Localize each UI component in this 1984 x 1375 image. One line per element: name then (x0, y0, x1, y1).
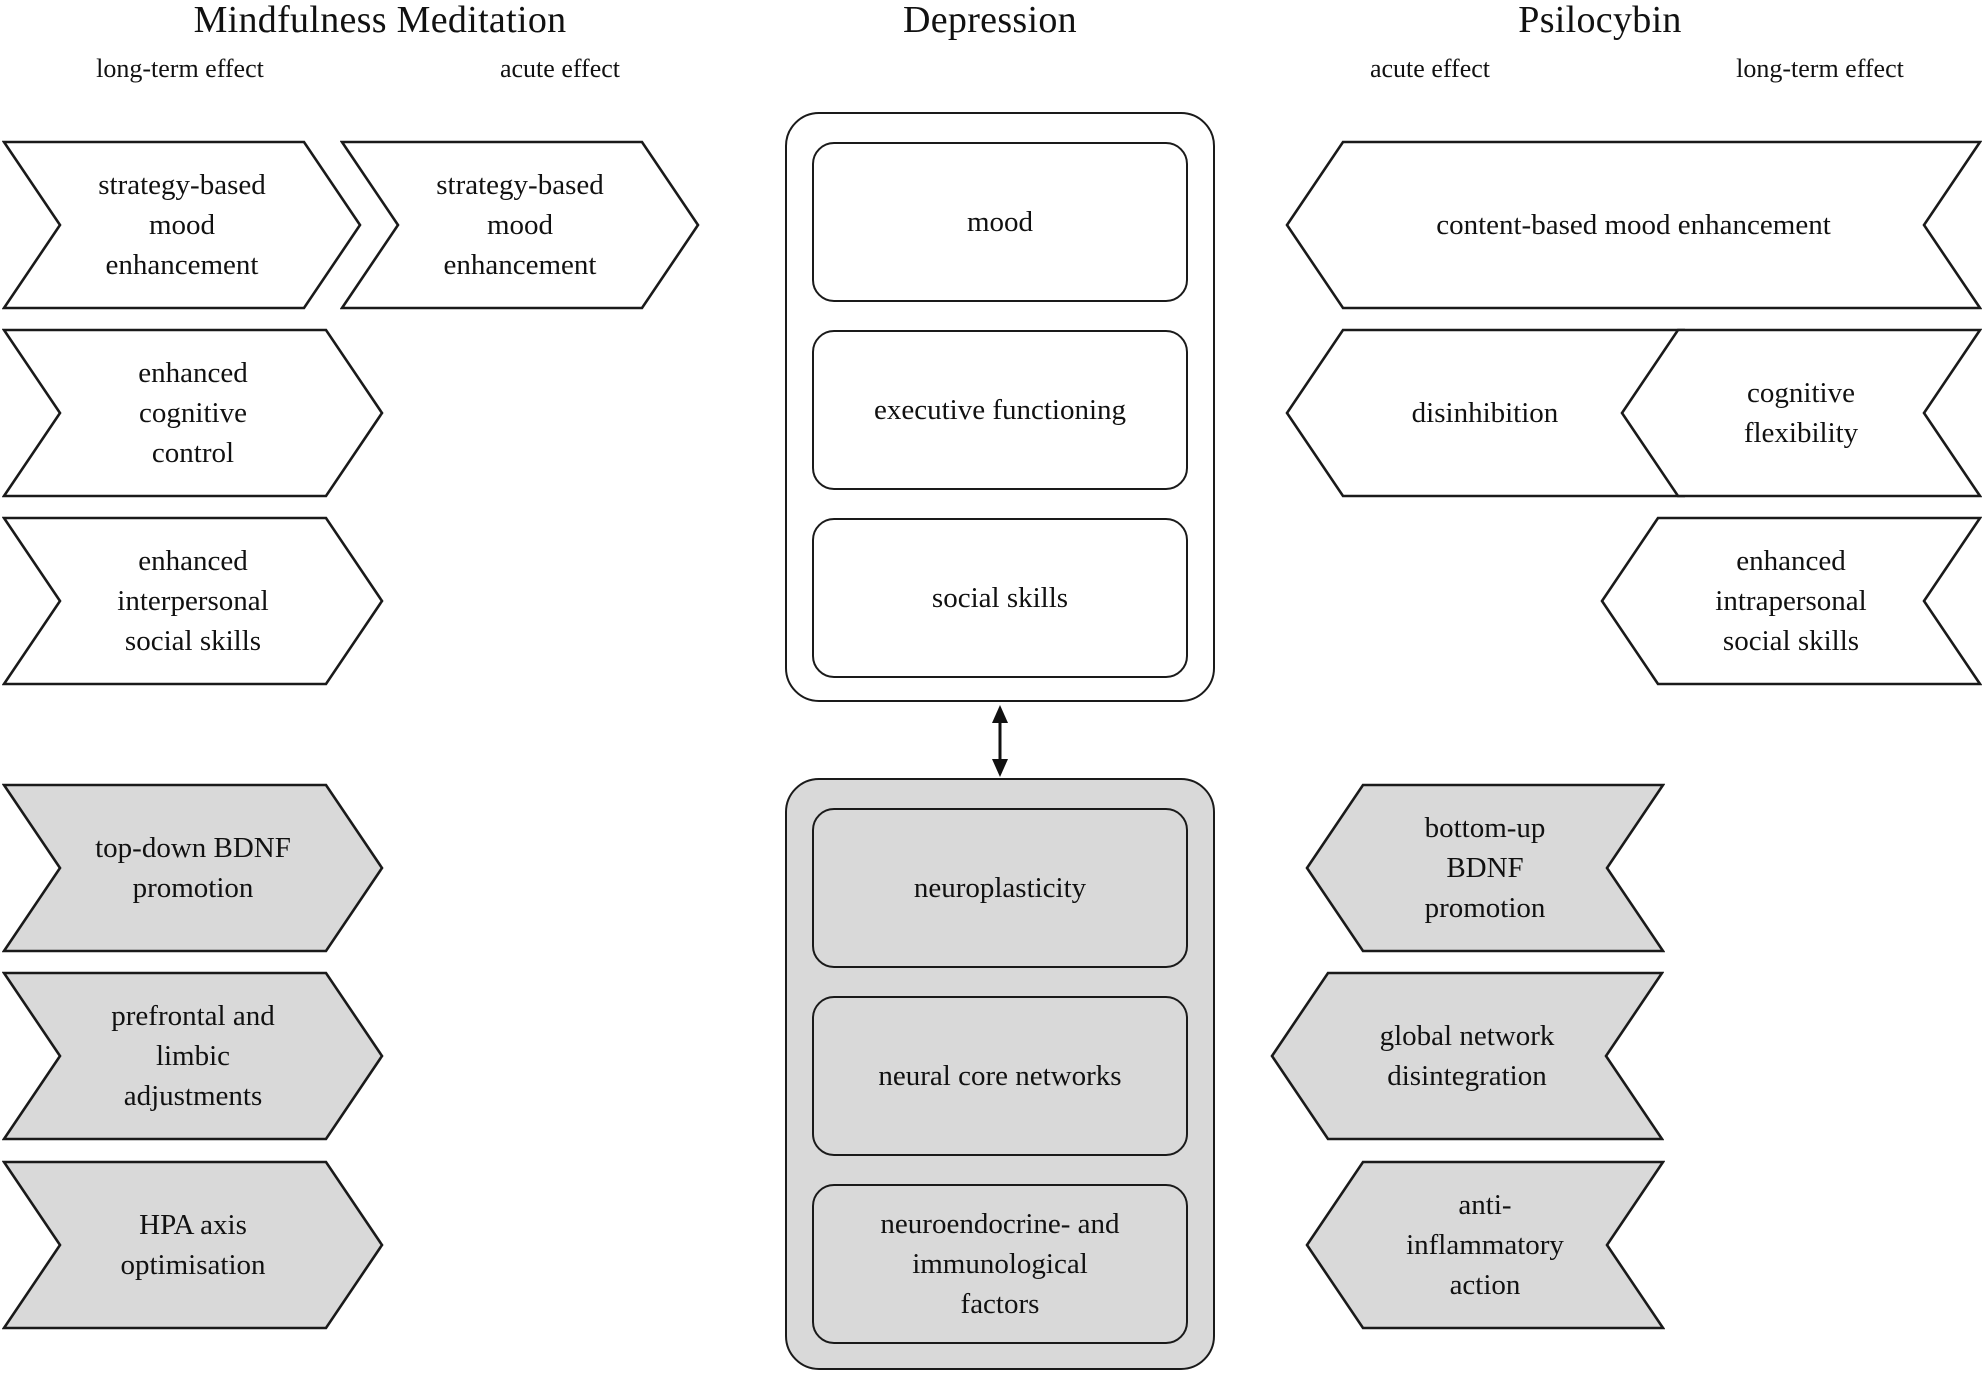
sublabel-left-long-term-effect: long-term effect (96, 54, 264, 83)
chevron-right-content-based-mood-enhancement[interactable]: content-based mood enhancement (1285, 140, 1982, 310)
chevron-right-bottom-up-bdnf-promotion[interactable]: bottom-up BDNF promotion (1305, 783, 1665, 953)
chevron-right-cognitive-flexibility[interactable]: cognitive flexibility (1620, 328, 1982, 498)
chevron-right-global-network-disintegration[interactable]: global network disintegration (1270, 971, 1664, 1141)
cell-neural-core-networks[interactable]: neural core networks (812, 996, 1188, 1156)
cell-neuroplasticity[interactable]: neuroplasticity (812, 808, 1188, 968)
chevron-left-top-down-bdnf-promotion[interactable]: top-down BDNF promotion (2, 783, 384, 953)
chevron-left-strategy-based-mood-enhancement-acute[interactable]: strategy-based mood enhancement (340, 140, 700, 310)
double-headed-arrow-icon (975, 705, 1025, 777)
cell-social-skills[interactable]: social skills (812, 518, 1188, 678)
column-title-depression: Depression (903, 0, 1077, 41)
chevron-right-enhanced-intrapersonal-social-skills[interactable]: enhanced intrapersonal social skills (1600, 516, 1982, 686)
cell-neuroendocrine-and-immunological-factors[interactable]: neuroendocrine- and immunological factor… (812, 1184, 1188, 1344)
chevron-left-hpa-axis-optimisation[interactable]: HPA axis optimisation (2, 1160, 384, 1330)
column-title-psilocybin: Psilocybin (1518, 0, 1682, 41)
chevron-left-prefrontal-and-limbic-adjustments[interactable]: prefrontal and limbic adjustments (2, 971, 384, 1141)
chevron-left-enhanced-cognitive-control[interactable]: enhanced cognitive control (2, 328, 384, 498)
column-title-mindfulness-meditation: Mindfulness Meditation (193, 0, 567, 41)
sublabel-right-long-term-effect: long-term effect (1736, 54, 1904, 83)
sublabel-right-acute-effect: acute effect (1369, 54, 1491, 83)
chevron-left-enhanced-interpersonal-social-skills[interactable]: enhanced interpersonal social skills (2, 516, 384, 686)
chevron-right-anti-inflammatory-action[interactable]: anti- inflammatory action (1305, 1160, 1665, 1330)
chevron-left-strategy-based-mood-enhancement-long-term[interactable]: strategy-based mood enhancement (2, 140, 362, 310)
sublabel-left-acute-effect: acute effect (499, 54, 621, 83)
cell-mood[interactable]: mood (812, 142, 1188, 302)
cell-executive-functioning[interactable]: executive functioning (812, 330, 1188, 490)
